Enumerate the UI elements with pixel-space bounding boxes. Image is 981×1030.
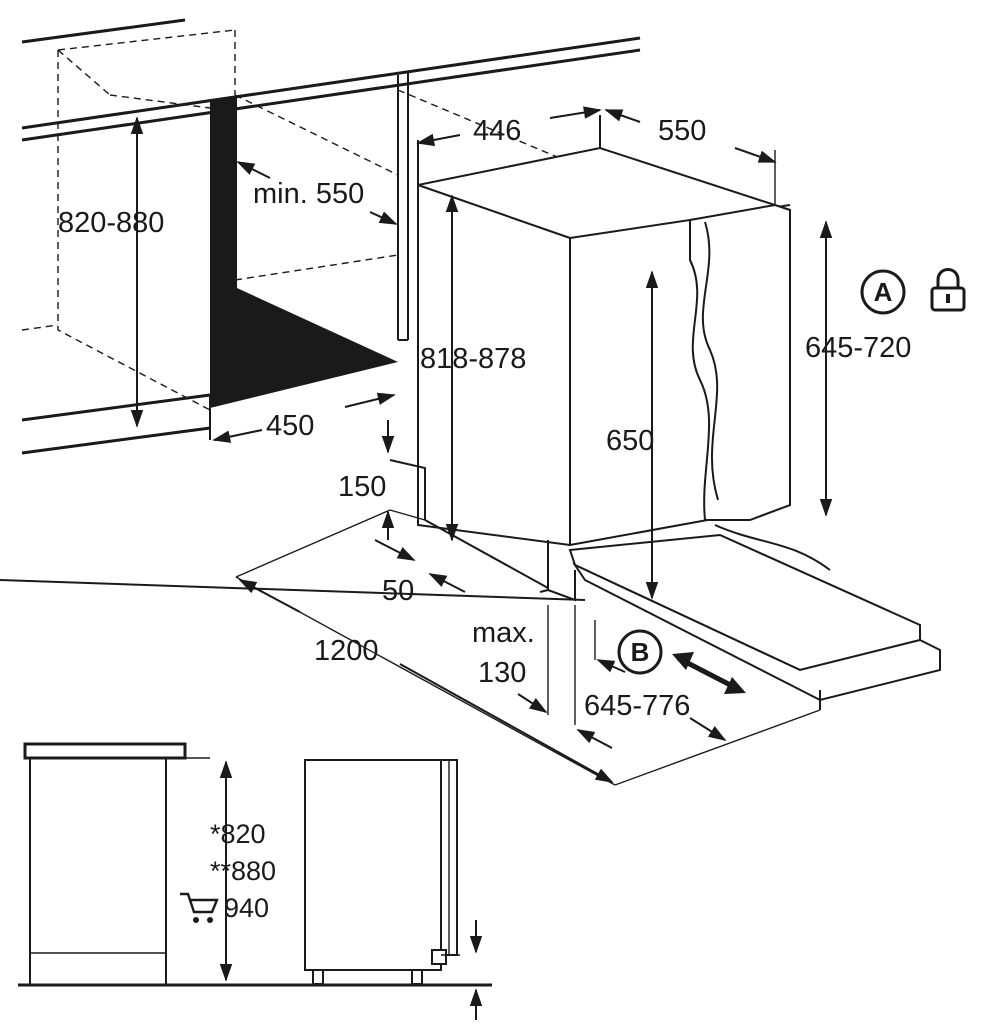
shopping-cart-icon bbox=[180, 892, 219, 923]
max-offset-value: 130 bbox=[478, 657, 526, 689]
appliance-width-arrow-right bbox=[549, 106, 602, 119]
appliance-width-label: 446 bbox=[473, 115, 521, 147]
plinth-depth-arrow-left bbox=[374, 539, 416, 561]
door-travel-arrow-left bbox=[596, 659, 626, 673]
plinth-depth-label: 50 bbox=[382, 575, 414, 607]
door-travel-label: 645-776 bbox=[584, 690, 690, 722]
appliance-depth-arrow-right bbox=[734, 147, 777, 163]
plinth-depth-arrow-right bbox=[428, 573, 466, 593]
door-panel-height-label: 645-720 bbox=[805, 332, 911, 364]
cabinet-height-label: 820-880 bbox=[58, 207, 164, 239]
svg-text:A: A bbox=[874, 277, 893, 307]
niche-side-panel bbox=[210, 72, 409, 408]
max-offset-arrow-right bbox=[576, 729, 613, 749]
appliance-width-arrow-left bbox=[416, 133, 461, 147]
appliance-depth-arrow-left bbox=[604, 109, 641, 123]
total-depth-arrow-left bbox=[238, 579, 301, 613]
max-offset-arrow-left bbox=[517, 693, 548, 713]
min-depth-arrow-left bbox=[236, 161, 271, 179]
side-view-cabinet bbox=[23, 742, 210, 985]
side-view-dishwasher bbox=[304, 759, 460, 985]
side-height-3: 940 bbox=[224, 893, 269, 923]
door-panel bbox=[689, 203, 791, 521]
plinth bbox=[389, 459, 576, 602]
niche-width-arrow-left bbox=[212, 429, 263, 443]
door-travel-arrow-right bbox=[689, 717, 727, 741]
side-height-2: **880 bbox=[210, 856, 276, 886]
total-depth-label: 1200 bbox=[314, 635, 379, 667]
padlock-icon bbox=[930, 268, 966, 312]
svg-text:B: B bbox=[631, 637, 650, 667]
appliance-height-label: 818-878 bbox=[420, 343, 526, 375]
open-door bbox=[0, 524, 941, 710]
max-offset-label: max. bbox=[472, 617, 535, 649]
badge-a: A bbox=[860, 269, 906, 315]
badge-b: B bbox=[617, 629, 663, 675]
plinth-height-label: 150 bbox=[338, 471, 386, 503]
total-depth-arrow-right bbox=[399, 663, 614, 783]
min-depth-label: min. 550 bbox=[253, 178, 364, 210]
niche-width-arrow-right bbox=[344, 392, 396, 408]
appliance-depth-label: 550 bbox=[658, 115, 706, 147]
side-height-1: *820 bbox=[210, 819, 266, 849]
door-height-label: 650 bbox=[606, 425, 654, 457]
min-depth-arrow-right bbox=[369, 211, 398, 225]
door-slide-arrow-icon bbox=[672, 652, 746, 694]
niche-width-label: 450 bbox=[266, 410, 314, 442]
